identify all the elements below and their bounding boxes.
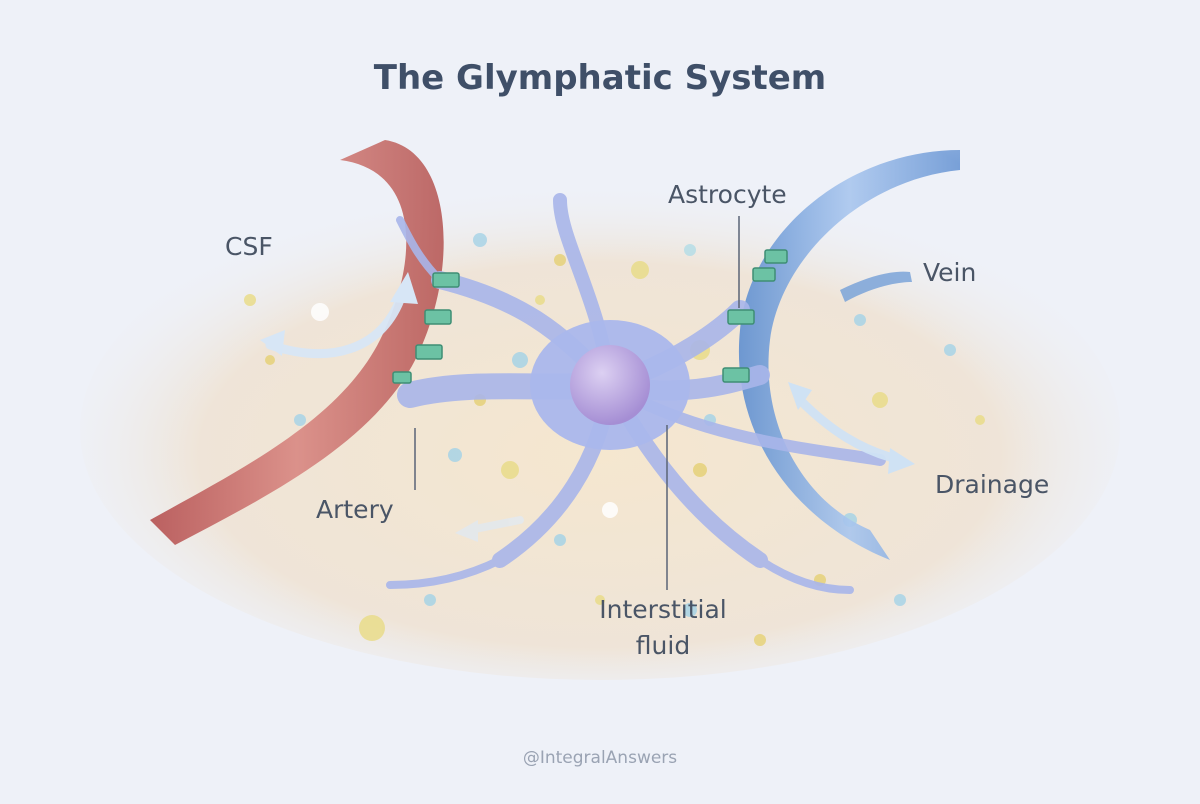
credit-watermark: @IntegralAnswers <box>522 748 678 768</box>
label-vein: Vein <box>923 258 977 287</box>
label-drainage: Drainage <box>935 470 1050 499</box>
label-astrocyte: Astrocyte <box>668 180 787 209</box>
label-csf: CSF <box>225 232 273 261</box>
label-artery: Artery <box>316 495 394 524</box>
label-interstitial-line2: fluid <box>635 631 691 660</box>
label-interstitial-line1: Interstitial <box>599 595 727 624</box>
diagram-title: The Glymphatic System <box>373 58 827 98</box>
label-interstitial-fluid: Interstitial fluid <box>573 592 753 664</box>
